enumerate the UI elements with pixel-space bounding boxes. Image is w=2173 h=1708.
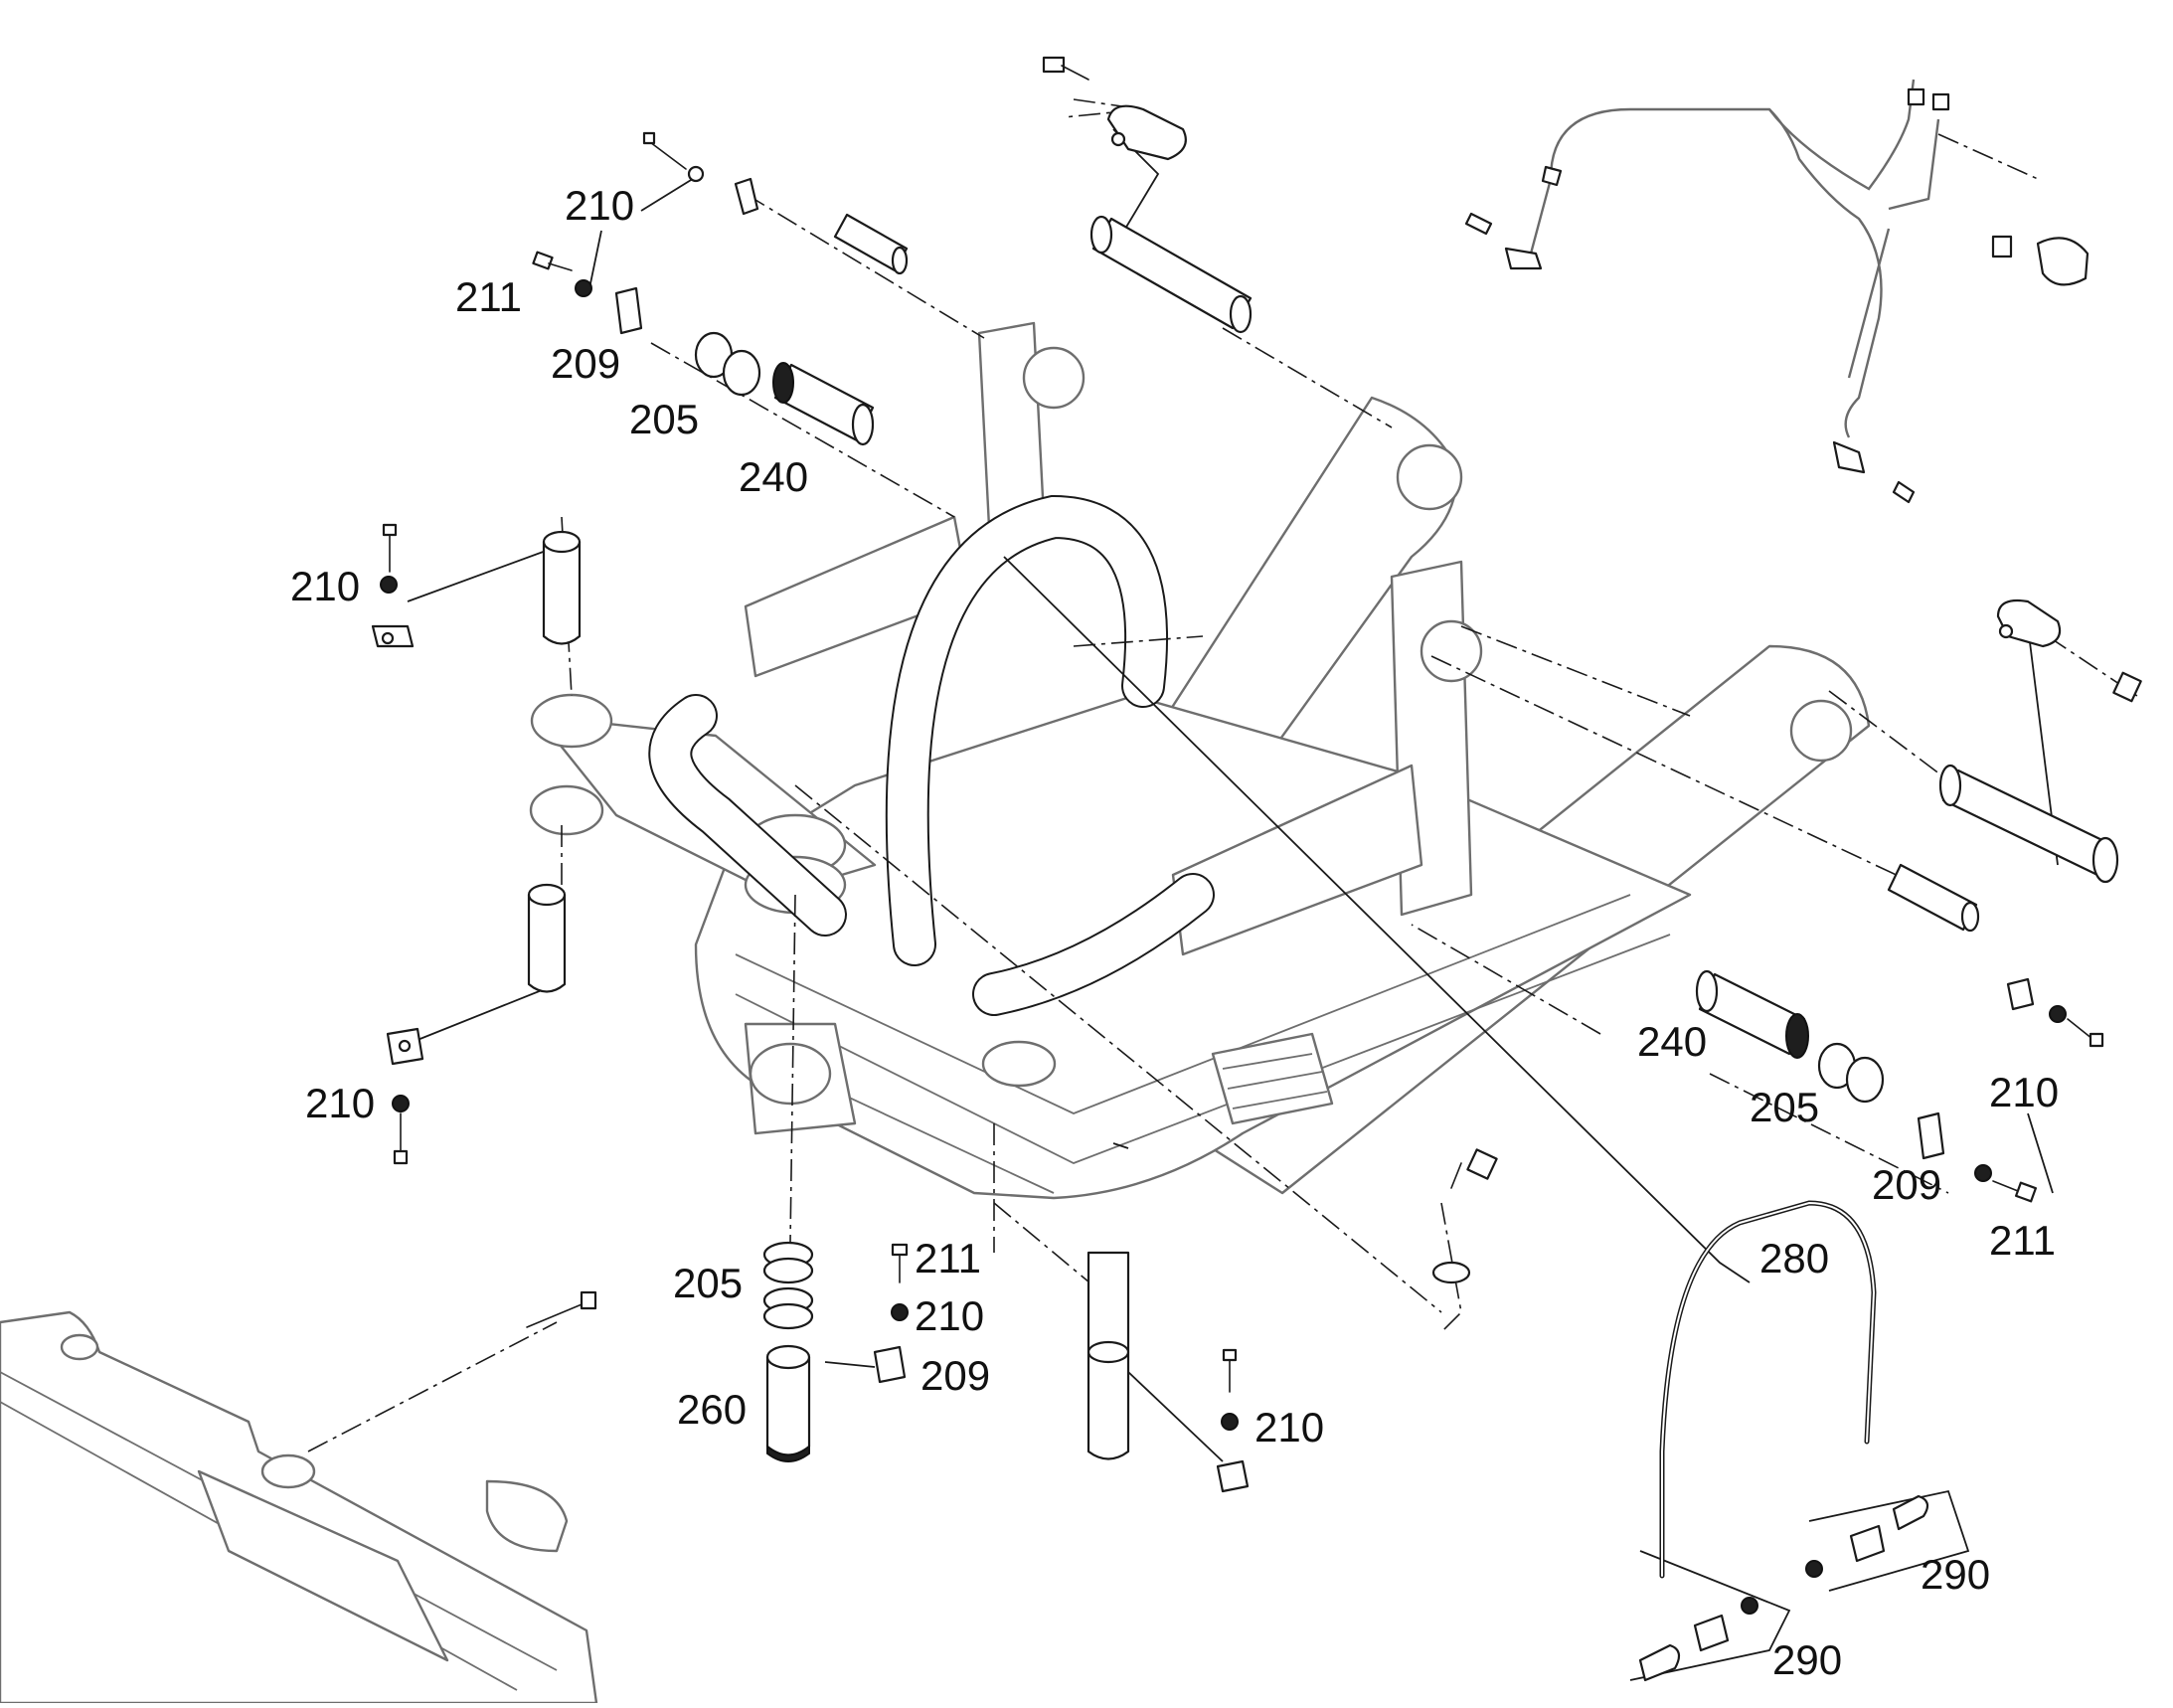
clip-set-290-right (1805, 1494, 1929, 1578)
washer-210-left-lower (392, 1095, 410, 1112)
bracket-209-upper (614, 286, 643, 335)
right-pin-assembly (1695, 598, 2142, 1203)
callout-209-a: 209 (551, 340, 620, 387)
bracket-209-right (1917, 1111, 1945, 1160)
callout-210-b: 210 (290, 563, 360, 609)
screw-211-right (2014, 1181, 2038, 1203)
callout-205-c: 205 (1750, 1084, 1819, 1130)
callout-209-c: 209 (1872, 1161, 1941, 1208)
washer-210-right (1974, 1164, 1992, 1182)
callout-280: 280 (1759, 1235, 1829, 1281)
bracket-209-bottom (873, 1345, 907, 1384)
pin-240-right (1695, 969, 1809, 1059)
callout-210-d: 210 (915, 1292, 984, 1339)
ring-205-right-2 (1845, 1056, 1885, 1104)
cable-280 (1659, 1200, 1877, 1579)
assembly-lines (307, 98, 2138, 1452)
washer-210-lower-right (1221, 1413, 1239, 1431)
callout-209-b: 209 (920, 1352, 990, 1399)
callout-290-a: 290 (1921, 1551, 1990, 1598)
callout-240-a: 240 (739, 453, 808, 500)
callout-290-b: 290 (1772, 1636, 1842, 1683)
callout-205-a: 205 (629, 396, 699, 442)
washer-210-upper (575, 279, 592, 297)
callout-240-b: 240 (1637, 1018, 1707, 1065)
machine-frame (529, 321, 1871, 1200)
upper-left-pin-assembly (532, 131, 909, 446)
hose-loop (648, 494, 1215, 1016)
pin-260 (765, 1344, 811, 1462)
callout-260: 260 (677, 1386, 747, 1433)
adjacent-frame (0, 1310, 598, 1705)
left-pin-assembly (371, 523, 582, 1165)
screw-211-upper (532, 251, 573, 271)
ring-205-upper-2 (722, 349, 761, 397)
washer-210-bottom (891, 1303, 909, 1321)
wire-harness (1464, 79, 2089, 504)
callout-labels: 210 211 209 205 240 210 210 205 260 211 … (290, 182, 2059, 1683)
callout-210-f: 210 (1989, 1069, 2059, 1115)
callout-211-b: 211 (915, 1235, 981, 1281)
callout-211-c: 211 (1989, 1217, 2056, 1264)
top-centre-pin-assembly (1042, 56, 1253, 334)
callout-210-a: 210 (565, 182, 634, 229)
callout-210-e: 210 (1254, 1404, 1324, 1451)
clip-set-290-left (1638, 1597, 1758, 1682)
callout-210-c: 210 (305, 1080, 375, 1126)
callout-205-b: 205 (673, 1260, 743, 1306)
pin-240-upper (772, 362, 875, 446)
callout-211-a: 211 (455, 273, 522, 320)
bottom-centre-parts (526, 1148, 1498, 1493)
washer-210-left-upper (380, 576, 398, 594)
washer-210-top (687, 165, 705, 183)
